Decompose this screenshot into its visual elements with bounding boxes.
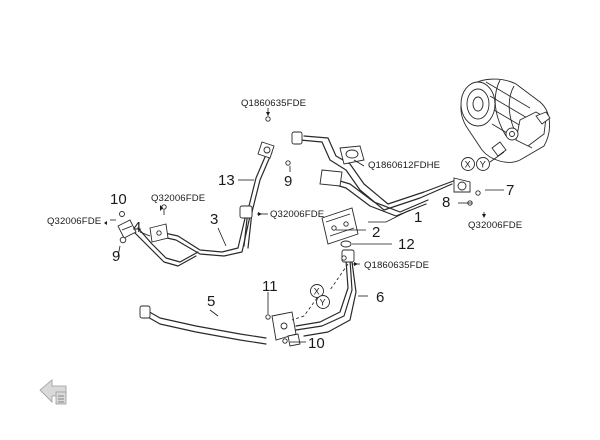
bolt-10-lower bbox=[282, 338, 288, 344]
callout-9-left: 9 bbox=[112, 248, 120, 265]
nut-7 bbox=[475, 190, 481, 196]
code-bullets bbox=[104, 112, 486, 266]
code-bracket-bolt: Q32006FDE bbox=[151, 193, 205, 204]
bracket-2 bbox=[321, 207, 359, 245]
marker-x-label: X bbox=[465, 160, 471, 170]
pipe-3 bbox=[133, 205, 253, 267]
nut-12 bbox=[341, 255, 347, 261]
pipe-13 bbox=[243, 141, 275, 249]
xy-marker-lower: X Y bbox=[310, 284, 330, 309]
marker-y-label: Y bbox=[480, 160, 486, 170]
marker-x-label-lower: X bbox=[314, 287, 320, 297]
clip-4 bbox=[117, 219, 137, 239]
callout-2: 2 bbox=[372, 224, 380, 241]
callout-7: 7 bbox=[506, 182, 514, 199]
xy-marker-compressor: X Y bbox=[461, 151, 505, 171]
callout-8: 8 bbox=[442, 194, 450, 211]
nut-9-left bbox=[119, 236, 127, 244]
callout-12: 12 bbox=[398, 236, 415, 253]
code-left-bolt: Q32006FDE bbox=[47, 216, 101, 227]
back-arrow-icon[interactable] bbox=[39, 379, 67, 405]
bolt-10-left bbox=[119, 211, 125, 217]
callout-11: 11 bbox=[262, 278, 278, 295]
callout-10-left: 10 bbox=[110, 191, 127, 208]
callout-6: 6 bbox=[376, 289, 384, 306]
callout-10-lower: 10 bbox=[308, 335, 325, 352]
callout-1: 1 bbox=[414, 209, 422, 226]
callout-13: 13 bbox=[218, 172, 235, 189]
bolt-top bbox=[265, 116, 271, 122]
code-right-bolt: Q32006FDE bbox=[468, 220, 522, 231]
callout-4: 4 bbox=[133, 219, 141, 236]
code-compressor-bolt: Q1860612FDHE bbox=[368, 160, 440, 171]
oring-12 bbox=[340, 240, 352, 248]
callout-3: 3 bbox=[210, 211, 218, 228]
compressor bbox=[460, 78, 551, 163]
hose-5 bbox=[139, 305, 267, 345]
leader-lines bbox=[110, 108, 504, 343]
code-lower-bolt: Q1860635FDE bbox=[364, 260, 429, 271]
nut-11 bbox=[265, 314, 271, 320]
hose-6 bbox=[271, 249, 357, 347]
callout-9-top: 9 bbox=[284, 173, 292, 190]
code-top-bolt: Q1860635FDE bbox=[241, 98, 306, 109]
marker-y-label-lower: Y bbox=[320, 298, 326, 308]
code-mid-bolt: Q32006FDE bbox=[270, 209, 324, 220]
callout-5: 5 bbox=[207, 293, 215, 310]
nut-9-top bbox=[285, 160, 291, 166]
